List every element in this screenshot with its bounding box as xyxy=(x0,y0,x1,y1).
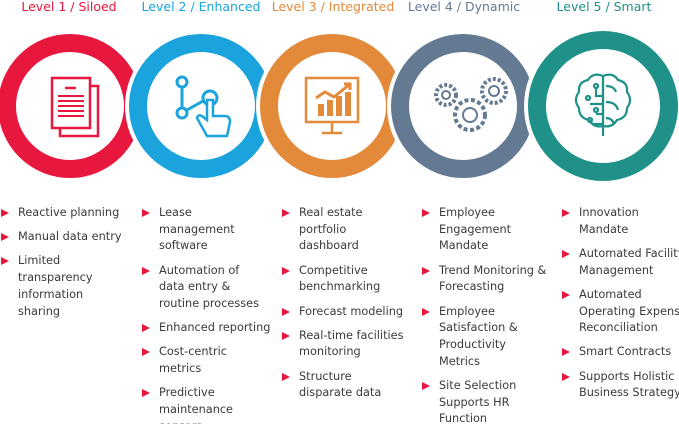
list-item: Employee Satisfaction & Productivity Met… xyxy=(421,304,535,371)
list-item: Lease management software xyxy=(141,205,265,255)
bullet-icon xyxy=(422,307,430,316)
list-item: Employee Engagement Mandate xyxy=(421,205,524,255)
list-item: Supports Holistic Business Strategy xyxy=(561,369,679,402)
list-item: Site Selection Supports HR Function xyxy=(421,378,531,424)
ring-level-5 xyxy=(524,27,679,185)
bullet-icon xyxy=(142,324,150,333)
bullet-icon xyxy=(562,372,570,381)
list-item: Competitive benchmarking xyxy=(281,263,389,296)
touch-network-icon xyxy=(175,75,232,138)
documents-icon xyxy=(50,76,100,138)
bullet-icon xyxy=(142,209,150,217)
bullet-icon xyxy=(422,381,430,390)
brain-circuit-icon xyxy=(574,73,632,136)
bullet-icon xyxy=(142,266,150,275)
level-3-title: Level 3 / Integrated xyxy=(271,0,395,14)
ring-level-2 xyxy=(125,30,277,182)
bullet-icon xyxy=(562,249,570,258)
level-5-list: Innovation Mandate Automated Facility Ma… xyxy=(561,205,679,410)
bullet-icon xyxy=(562,209,570,217)
bullet-icon xyxy=(282,331,290,340)
level-1-title: Level 1 / Siloed xyxy=(21,0,117,14)
list-item: Automated Operating Expense Reconciliati… xyxy=(561,287,679,337)
level-2-title: Level 2 / Enhanced xyxy=(141,0,261,14)
bullet-icon xyxy=(282,372,290,381)
bullet-icon xyxy=(1,257,9,266)
level-1-list: Reactive planning Manual data entry Limi… xyxy=(0,205,140,328)
level-rings xyxy=(0,27,679,185)
list-item: Structure disparate data xyxy=(281,369,399,402)
list-item: Predictive maintenance sensors xyxy=(141,385,249,424)
level-4-title: Level 4 / Dynamic xyxy=(407,0,521,14)
level-5-title: Level 5 / Smart xyxy=(556,0,652,14)
list-item: Automation of data entry & routine proce… xyxy=(141,263,259,313)
gears-icon xyxy=(434,77,508,132)
dashboard-chart-icon xyxy=(304,76,360,135)
list-item: Enhanced reporting xyxy=(141,320,281,337)
level-4-list: Employee Engagement Mandate Trend Monito… xyxy=(421,205,561,424)
bullet-icon xyxy=(422,266,430,275)
bullet-icon xyxy=(282,266,290,275)
level-3-list: Real estate portfolio dashboard Competit… xyxy=(281,205,421,410)
list-item: Manual data entry xyxy=(0,229,140,246)
list-item: Real estate portfolio dashboard xyxy=(281,205,379,255)
list-item: Smart Contracts xyxy=(561,344,679,361)
list-item: Cost-centric metrics xyxy=(141,344,249,377)
bullet-icon xyxy=(1,233,9,242)
bullet-icon xyxy=(282,307,290,316)
level-2-list: Lease management software Automation of … xyxy=(141,205,281,424)
list-item: Forecast modeling xyxy=(281,304,421,321)
bullet-icon xyxy=(1,209,9,217)
bullet-icon xyxy=(422,209,430,217)
bullet-icon xyxy=(142,389,150,398)
list-item: Limited transparency information sharing xyxy=(0,253,98,320)
bullet-icon xyxy=(562,348,570,357)
list-item: Trend Monitoring & Forecasting xyxy=(421,263,547,296)
bullet-icon xyxy=(562,290,570,299)
list-item: Real-time facilities monitoring xyxy=(281,328,417,361)
list-item: Reactive planning xyxy=(0,205,140,222)
bullet-icon xyxy=(282,209,290,217)
list-item: Automated Facility Management xyxy=(561,246,679,279)
bullet-icon xyxy=(142,348,150,357)
list-item: Innovation Mandate xyxy=(561,205,659,238)
